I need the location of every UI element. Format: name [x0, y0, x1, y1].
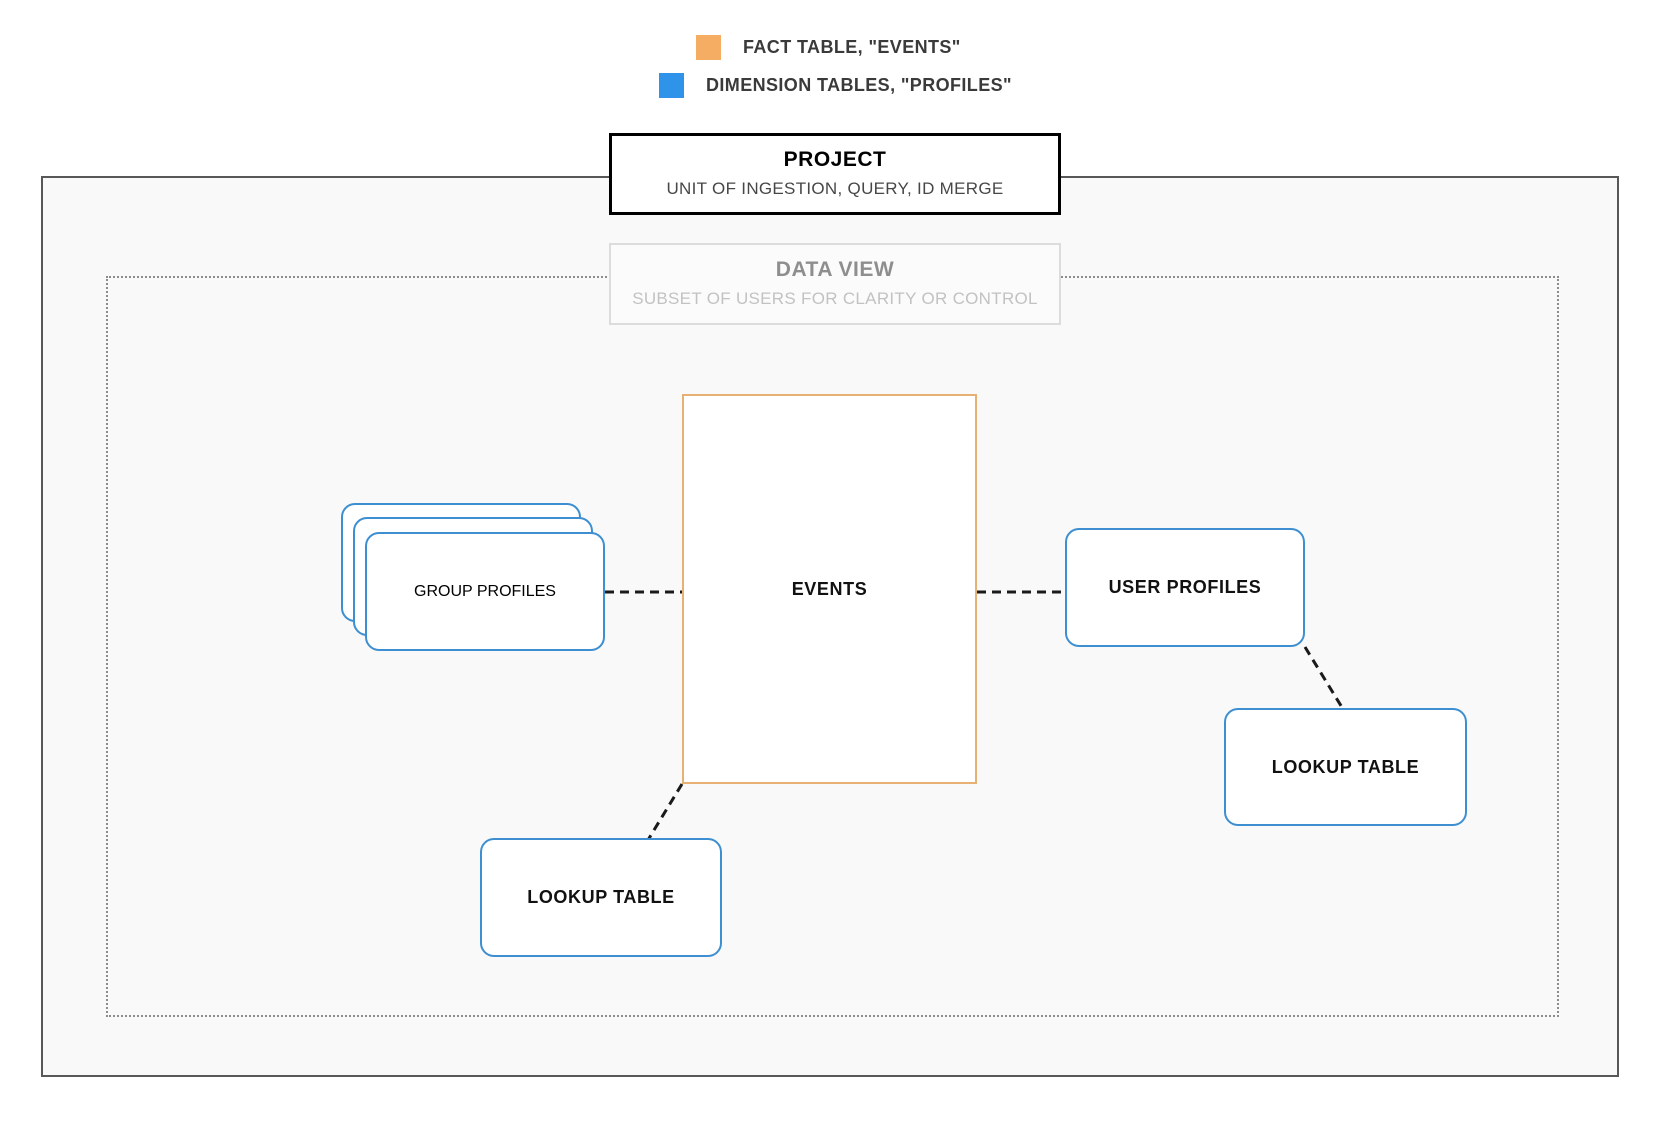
legend-label-fact-table: FACT TABLE, "EVENTS" — [743, 36, 961, 57]
data-view-subtitle: SUBSET OF USERS FOR CLARITY OR CONTROL — [632, 289, 1038, 308]
node-user-profiles[interactable]: USER PROFILES — [1065, 528, 1305, 647]
data-view-card: DATA VIEW SUBSET OF USERS FOR CLARITY OR… — [609, 243, 1061, 325]
project-title: PROJECT — [783, 148, 887, 171]
node-lookup-table-right-label: LOOKUP TABLE — [1271, 756, 1420, 777]
node-lookup-table-left-label: LOOKUP TABLE — [527, 887, 675, 907]
project-subtitle: UNIT OF INGESTION, QUERY, ID MERGE — [666, 179, 1004, 198]
node-group-profiles[interactable]: GROUP PROFILES — [341, 503, 605, 651]
square-swatch-icon — [659, 72, 684, 98]
legend-item-fact-table: FACT TABLE, "EVENTS" — [0, 28, 1664, 66]
node-lookup-table-right[interactable]: LOOKUP TABLE — [1224, 708, 1467, 826]
project-card: PROJECT UNIT OF INGESTION, QUERY, ID MER… — [609, 133, 1061, 215]
node-user-profiles-label: USER PROFILES — [1108, 577, 1262, 597]
square-swatch-icon — [696, 34, 721, 60]
node-group-profiles-label: GROUP PROFILES — [414, 582, 556, 600]
data-view-title: DATA VIEW — [775, 258, 895, 281]
legend: FACT TABLE, "EVENTS" DIMENSION TABLES, "… — [0, 28, 1664, 104]
legend-label-dimension-tables: DIMENSION TABLES, "PROFILES" — [706, 74, 1012, 95]
node-events-label: EVENTS — [791, 578, 868, 599]
node-events[interactable]: EVENTS — [682, 394, 977, 784]
node-lookup-table-left[interactable]: LOOKUP TABLE — [480, 838, 722, 957]
node-group-profiles-card-front[interactable]: GROUP PROFILES — [365, 532, 605, 651]
legend-item-dimension-tables: DIMENSION TABLES, "PROFILES" — [0, 66, 1664, 104]
